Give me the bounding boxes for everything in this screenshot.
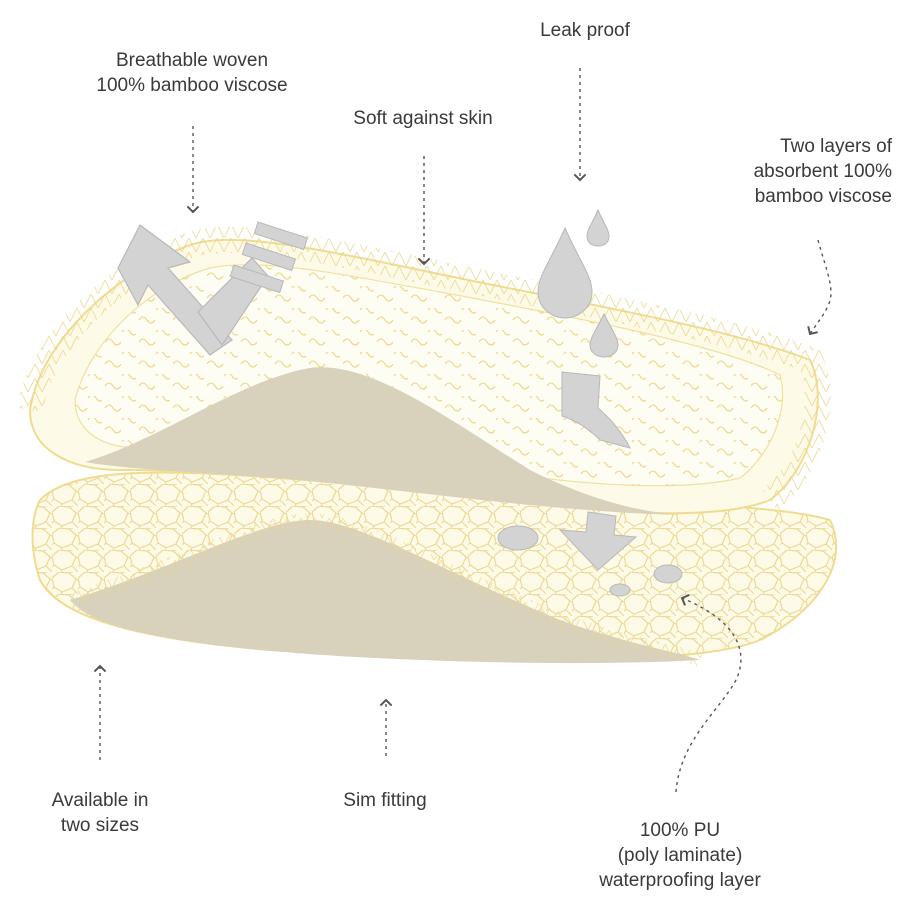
label-breathable: Breathable woven 100% bamboo viscose (62, 48, 322, 98)
down-arrow-icon (558, 511, 638, 571)
label-two-layers-line1: Two layers of (780, 136, 892, 157)
label-leak-proof: Leak proof (500, 18, 670, 43)
label-sim-fitting: Sim fitting (300, 788, 470, 813)
bottom-pad (31, 471, 838, 667)
label-pu-layer-line1: 100% PU (639, 820, 721, 841)
label-pu-layer-line2: (poly laminate) (617, 845, 743, 866)
arrow-pu (675, 594, 742, 793)
label-breathable-line1: Breathable woven (115, 50, 269, 71)
label-available-line2: two sizes (60, 815, 140, 836)
absorb-arrow-icon (561, 371, 631, 449)
label-two-layers-line2: absorbent 100% (753, 161, 892, 182)
label-sim-fitting-line1: Sim fitting (343, 790, 427, 811)
label-two-layers-line3: bamboo viscose (754, 186, 892, 207)
bead-droplets (497, 525, 683, 597)
breathable-arrow-icon (117, 221, 309, 356)
label-leak-proof-line1: Leak proof (540, 20, 630, 41)
label-soft-line1: Soft against skin (353, 108, 493, 129)
label-available: Available in two sizes (10, 788, 190, 838)
label-two-layers: Two layers of absorbent 100% bamboo visc… (754, 134, 892, 209)
pointer-arrows (93, 68, 832, 793)
label-breathable-line2: 100% bamboo viscose (96, 75, 288, 96)
droplet-icons (537, 208, 619, 358)
label-pu-layer: 100% PU (poly laminate) waterproofing la… (560, 818, 800, 893)
label-pu-layer-line3: waterproofing layer (599, 870, 761, 891)
label-available-line1: Available in (51, 790, 149, 811)
label-soft: Soft against skin (318, 106, 528, 131)
arrow-two-layers (807, 239, 832, 336)
